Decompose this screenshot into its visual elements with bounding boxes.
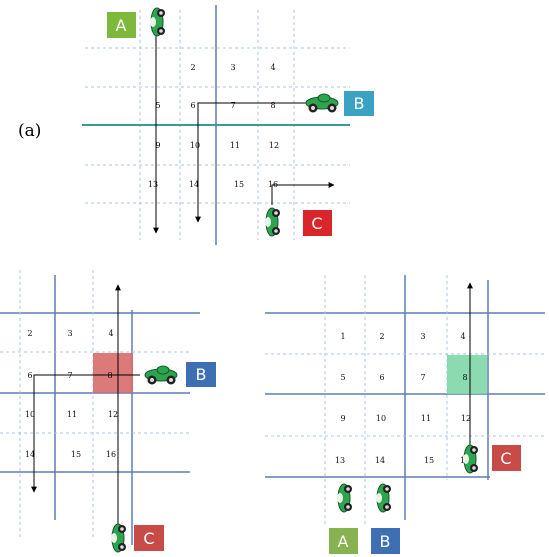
path-b [31,374,140,493]
cell-10: 10 [376,414,386,423]
panel-c: 1 2 3 4 5 6 7 8 9 10 11 12 13 14 15 16 A… [265,275,545,554]
badge-c-label: C [311,214,322,233]
cell-10: 10 [190,141,200,150]
badge-b-label: B [196,365,207,384]
cell-9: 9 [155,141,160,150]
cell-1: 1 [340,332,345,341]
badge-a [329,528,358,554]
badge-c [303,210,332,236]
cell-14: 14 [25,450,35,459]
cell-15: 15 [424,456,434,465]
badge-c [492,445,521,471]
panel-b: 2 3 4 6 7 8 10 11 12 14 15 16 B C [0,270,216,553]
badge-b-label: B [354,94,365,113]
cell-8: 8 [462,373,467,382]
cell-2: 2 [379,332,384,341]
cell-3: 3 [230,63,235,72]
cell-6: 6 [190,101,195,110]
cell-3: 3 [67,329,72,338]
cell-14: 14 [189,180,199,189]
cell-14: 14 [375,456,385,465]
car-a-icon [336,483,353,513]
cell-5: 5 [155,101,160,110]
cell-11: 11 [421,414,431,423]
cell-2: 2 [190,63,195,72]
highlight-cell-8 [93,353,133,393]
cell-11: 11 [230,141,240,150]
cell-15: 15 [71,450,81,459]
path-c [271,182,335,205]
cell-15: 15 [234,180,244,189]
cell-8: 8 [270,101,275,110]
panel-a: 2 3 4 5 6 7 8 9 10 11 12 13 14 15 16 A B… [18,5,374,245]
cell-11: 11 [67,410,77,419]
badge-b-label: B [380,532,391,551]
car-c-icon [110,523,127,553]
badge-a-label: A [116,16,127,35]
badge-c-label: C [143,529,154,548]
cell-6: 6 [27,371,32,380]
car-c-icon [462,444,479,474]
cell-12: 12 [269,141,279,150]
badge-c [134,525,164,551]
cell-13: 13 [148,180,158,189]
panel-a-label: (a) [18,121,41,141]
badge-b [344,91,374,116]
car-b-icon [305,93,339,113]
badge-a [107,12,136,38]
badge-b [186,362,216,387]
cell-4: 4 [460,332,465,341]
cell-12: 12 [461,414,471,423]
badge-c-label: C [500,449,511,468]
cell-16: 16 [106,450,116,459]
badge-b [371,528,400,554]
cell-7: 7 [420,373,425,382]
cell-12: 12 [108,410,118,419]
cell-9: 9 [340,414,345,423]
path-b [195,102,310,223]
cell-6: 6 [379,373,384,382]
car-c-icon [264,207,281,237]
cell-3: 3 [420,332,425,341]
cell-10: 10 [25,410,35,419]
highlight-cell-8 [447,355,487,394]
car-b-icon [144,365,178,385]
cell-4: 4 [108,329,113,338]
cell-13: 13 [335,456,345,465]
car-a-icon [149,7,166,37]
badge-a-label: A [338,532,349,551]
car-b-icon [375,483,392,513]
cell-2: 2 [27,329,32,338]
cell-7: 7 [230,101,235,110]
cell-4: 4 [270,63,275,72]
cell-5: 5 [340,373,345,382]
